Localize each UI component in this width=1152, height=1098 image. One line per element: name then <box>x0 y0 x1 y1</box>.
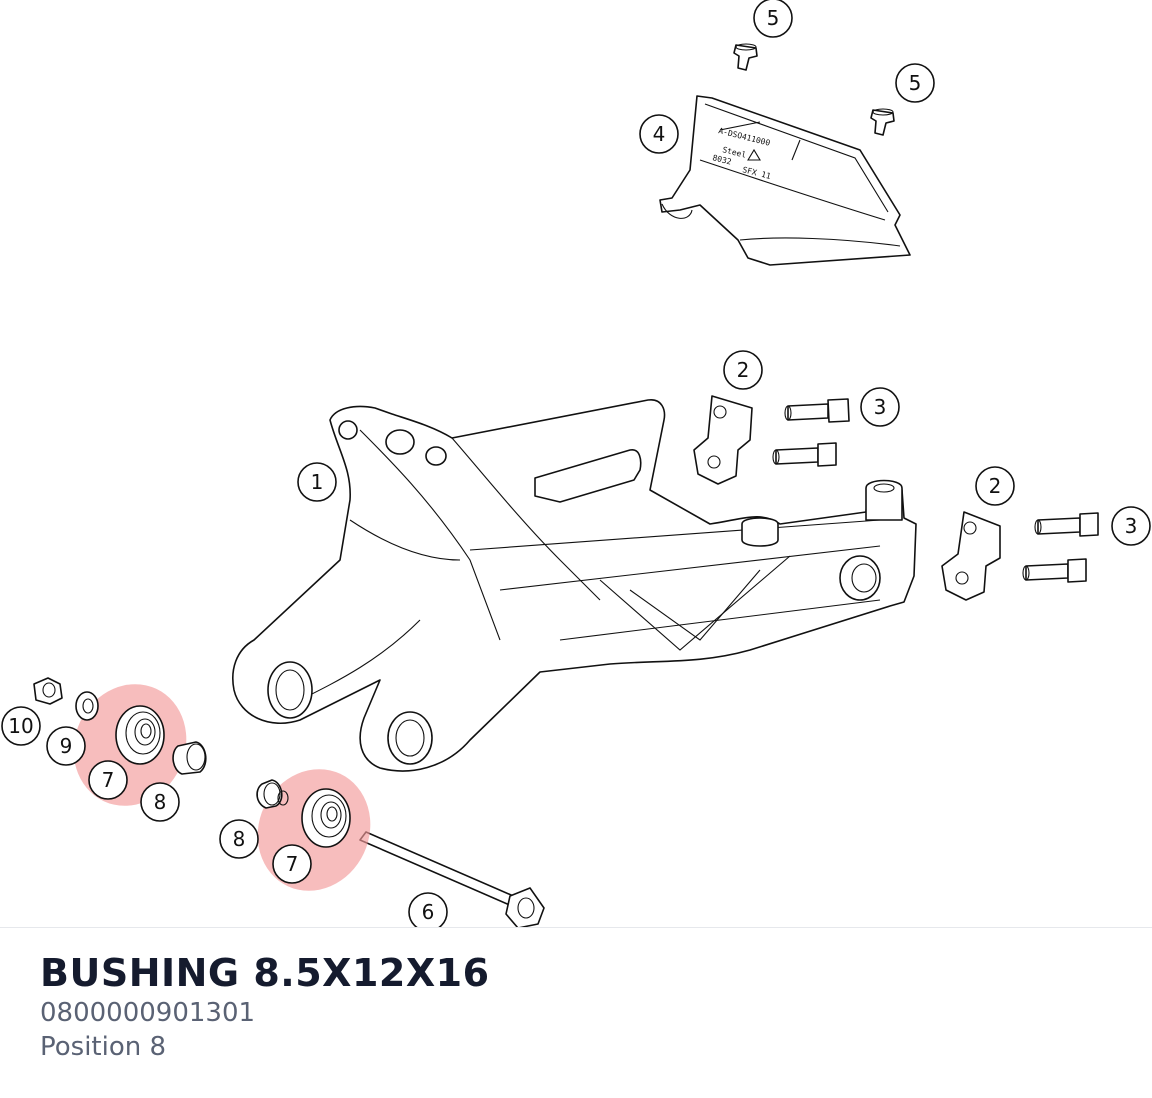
bearing-part-7-right[interactable] <box>301 788 351 848</box>
svg-text:8: 8 <box>233 827 246 851</box>
exploded-parts-diagram: A-DSO411000 Steel 8032 SFX 11 <box>1 0 1151 928</box>
nut-part-10[interactable] <box>33 677 63 705</box>
callout-6[interactable]: 6 <box>408 892 448 928</box>
part-position: Position 8 <box>40 1032 167 1062</box>
callout-3-upper[interactable]: 3 <box>860 387 900 427</box>
svg-text:3: 3 <box>1125 514 1138 538</box>
svg-text:4: 4 <box>653 122 666 146</box>
svg-text:5: 5 <box>909 71 922 95</box>
callout-3-lower[interactable]: 3 <box>1111 506 1151 546</box>
bolt-part-3-b[interactable] <box>772 442 837 467</box>
screw-part-5-right[interactable] <box>870 108 895 136</box>
bolt-part-3-c[interactable] <box>1034 512 1099 537</box>
callout-2-upper[interactable]: 2 <box>723 350 763 390</box>
bolt-part-3-d[interactable] <box>1022 558 1087 583</box>
callout-4[interactable]: 4 <box>639 114 679 154</box>
axle-bolt-part-6[interactable] <box>359 831 545 928</box>
clamp-part-2-upper[interactable] <box>693 395 753 485</box>
swingarm-part-1[interactable] <box>232 399 917 772</box>
svg-text:1: 1 <box>311 470 324 494</box>
screw-part-5-top[interactable] <box>733 43 758 71</box>
bearing-part-7-left[interactable] <box>115 705 165 765</box>
warning-triangle-icon <box>747 148 761 161</box>
svg-text:8: 8 <box>154 790 167 814</box>
callout-7-right[interactable]: 7 <box>272 844 312 884</box>
callout-8-right[interactable]: 8 <box>219 819 259 859</box>
bolt-part-3-a[interactable] <box>784 398 850 423</box>
callout-1[interactable]: 1 <box>297 462 337 502</box>
part-info-panel: BUSHING 8.5X12X16 0800000901301 Position… <box>40 950 490 1064</box>
svg-text:3: 3 <box>874 395 887 419</box>
svg-text:9: 9 <box>60 734 73 758</box>
callout-8-left[interactable]: 8 <box>140 782 180 822</box>
callout-9[interactable]: 9 <box>46 726 86 766</box>
callout-5-right[interactable]: 5 <box>895 63 935 103</box>
svg-text:5: 5 <box>767 6 780 30</box>
callout-5-top[interactable]: 5 <box>753 0 793 38</box>
svg-text:7: 7 <box>102 768 115 792</box>
part-number: 0800000901301 <box>40 998 256 1028</box>
svg-text:10: 10 <box>8 714 33 738</box>
bushing-part-8-right[interactable] <box>256 779 289 809</box>
part-title: BUSHING 8.5X12X16 <box>40 951 490 995</box>
callout-7-left[interactable]: 7 <box>88 760 128 800</box>
clamp-part-2-lower[interactable] <box>941 511 1001 601</box>
svg-text:7: 7 <box>286 852 299 876</box>
section-divider <box>0 927 1152 928</box>
svg-text:6: 6 <box>422 900 435 924</box>
callout-2-lower[interactable]: 2 <box>975 466 1015 506</box>
chain-guard-part-4[interactable]: A-DSO411000 Steel 8032 SFX 11 <box>659 95 911 266</box>
callout-10[interactable]: 10 <box>1 706 41 746</box>
svg-text:2: 2 <box>737 358 750 382</box>
svg-text:2: 2 <box>989 474 1002 498</box>
washer-part-9[interactable] <box>75 691 99 721</box>
bushing-part-8-left[interactable] <box>172 741 207 775</box>
